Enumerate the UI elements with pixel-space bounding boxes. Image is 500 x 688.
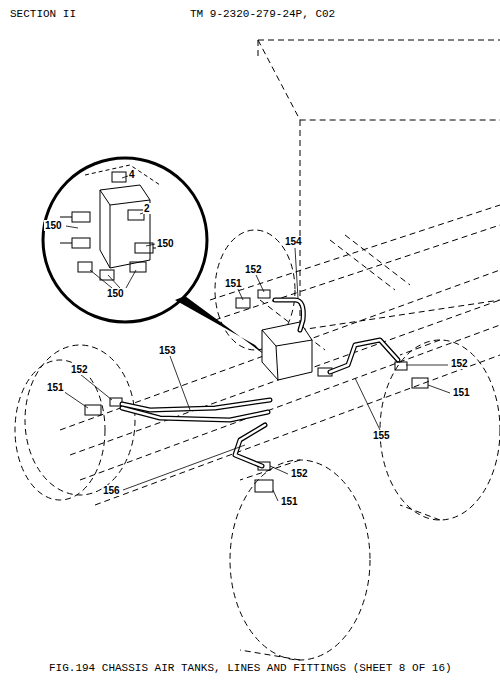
callout-number: 152 (244, 264, 263, 275)
callout-number: 150 (106, 288, 125, 299)
callout-number: 152 (450, 358, 469, 369)
callout-number: 151 (280, 496, 299, 507)
callout-number: 152 (70, 364, 89, 375)
callout-number: 151 (46, 382, 65, 393)
callout-number: 4 (128, 169, 136, 180)
callout-number: 150 (156, 238, 175, 249)
callout-number: 151 (452, 387, 471, 398)
callout-number: 151 (224, 278, 243, 289)
header-text: SECTION II (10, 8, 76, 20)
figure-caption: FIG.194 CHASSIS AIR TANKS, LINES AND FIT… (49, 662, 452, 674)
callout-number: 156 (102, 485, 121, 496)
callout-number: 150 (44, 220, 63, 231)
callout-number: 2 (143, 203, 151, 214)
document-number: TM 9-2320-279-24P, C02 (190, 8, 335, 20)
callout-number: 152 (290, 468, 309, 479)
callout-number: 155 (372, 430, 391, 441)
callout-number: 154 (284, 236, 303, 247)
callout-number: 153 (158, 345, 177, 356)
